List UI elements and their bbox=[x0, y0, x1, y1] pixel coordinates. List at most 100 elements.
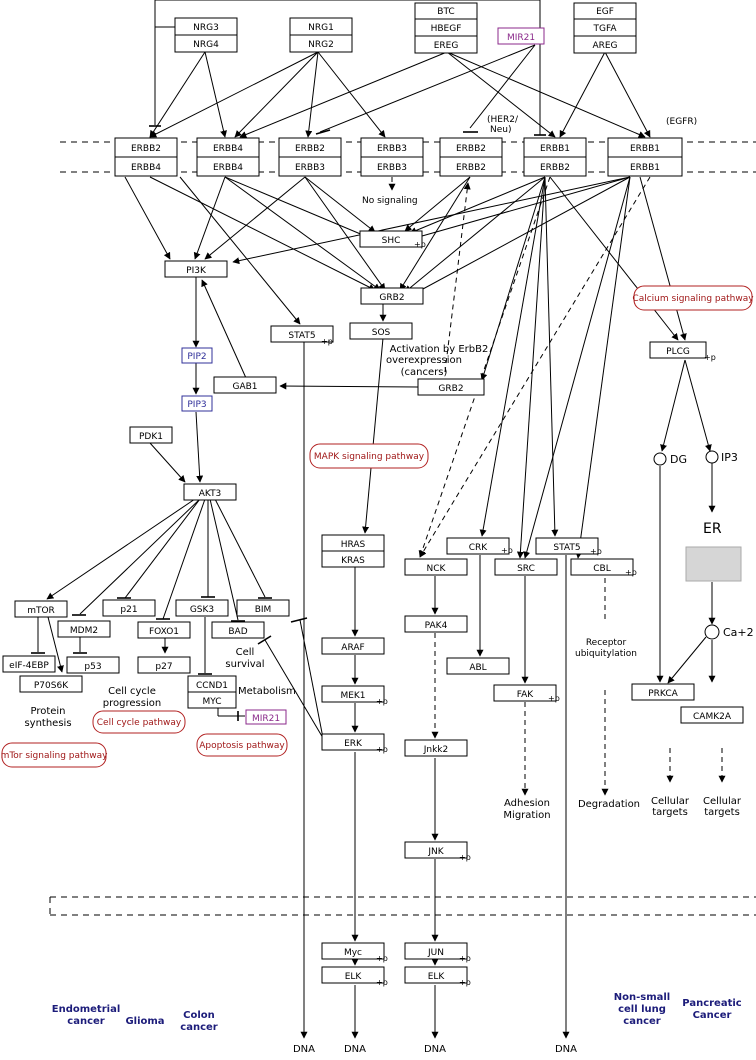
node-pdk1[interactable]: PDK1 bbox=[129, 426, 173, 444]
node-label: MDM2 bbox=[70, 626, 98, 636]
node-plcg[interactable]: PLCG +p bbox=[649, 341, 716, 362]
calcium-pathway-link[interactable]: Calcium signaling pathway bbox=[632, 285, 754, 311]
node-foxo1[interactable]: FOXO1 bbox=[137, 621, 191, 639]
phospho-label: +p bbox=[704, 353, 716, 362]
node-grb2-b[interactable]: GRB2 bbox=[417, 378, 485, 396]
cancer-colon-1[interactable]: Colon bbox=[183, 1010, 215, 1021]
node-label: ERBB2 bbox=[456, 163, 486, 173]
node-prkca[interactable]: PRKCA bbox=[631, 683, 695, 701]
cancer-pancreatic-1[interactable]: Pancreatic bbox=[682, 998, 742, 1009]
node-gsk3[interactable]: GSK3 bbox=[175, 599, 229, 617]
node-araf[interactable]: ARAF bbox=[321, 637, 385, 655]
node-pi3k[interactable]: PI3K bbox=[164, 260, 228, 278]
node-label: AKT3 bbox=[199, 489, 222, 499]
cancer-pancreatic-2[interactable]: Cancer bbox=[693, 1010, 732, 1021]
node-myc-b[interactable]: Myc +p bbox=[321, 942, 388, 963]
ip3-circle[interactable] bbox=[705, 450, 719, 464]
dg-circle[interactable] bbox=[653, 452, 667, 466]
node-abl[interactable]: ABL bbox=[446, 657, 510, 675]
node-label: MYC bbox=[202, 697, 221, 707]
ligand-nrg3-nrg4[interactable]: NRG3 NRG4 bbox=[174, 17, 238, 53]
receptor-erbb1-erbb2[interactable]: ERBB1 ERBB2 bbox=[523, 137, 587, 177]
receptor-erbb2-erbb2[interactable]: ERBB2 ERBB2 bbox=[439, 137, 503, 177]
node-label: GRB2 bbox=[379, 293, 404, 303]
node-cbl[interactable]: CBL +p bbox=[570, 558, 637, 577]
node-shc[interactable]: SHC +p bbox=[359, 230, 426, 249]
phospho-label: +p bbox=[376, 745, 388, 754]
node-mdm2[interactable]: MDM2 bbox=[57, 620, 111, 638]
cancer-nsclc-1[interactable]: Non-small bbox=[614, 992, 670, 1003]
degradation-label: Degradation bbox=[578, 799, 640, 810]
node-bim[interactable]: BIM bbox=[236, 599, 290, 617]
node-p70s6k[interactable]: P70S6K bbox=[19, 675, 83, 693]
protein-synthesis-label-1: Protein bbox=[30, 706, 65, 717]
node-jun[interactable]: JUN +p bbox=[404, 942, 471, 963]
receptor-erbb3-erbb3[interactable]: ERBB3 ERBB3 bbox=[360, 137, 424, 177]
cancer-endometrial-2[interactable]: cancer bbox=[67, 1016, 105, 1027]
node-stat5-right[interactable]: STAT5 +p bbox=[535, 537, 602, 556]
node-eif4ebp[interactable]: eIF-4EBP bbox=[2, 655, 56, 673]
ip3-label: IP3 bbox=[721, 451, 738, 464]
ligand-nrg1-nrg2[interactable]: NRG1 NRG2 bbox=[289, 17, 353, 53]
ligand-btc-hbegf-ereg[interactable]: BTC HBEGF EREG bbox=[414, 2, 478, 54]
node-label: ERBB3 bbox=[377, 163, 407, 173]
node-erk[interactable]: ERK +p bbox=[321, 733, 388, 754]
mtor-pathway-link[interactable]: mTor signaling pathway bbox=[1, 742, 109, 768]
node-fak[interactable]: FAK +p bbox=[493, 684, 560, 703]
node-label: ERBB1 bbox=[540, 144, 570, 154]
node-elk-b[interactable]: ELK +p bbox=[404, 966, 471, 987]
node-ccnd1-myc[interactable]: CCND1 MYC bbox=[187, 675, 237, 709]
node-pip2[interactable]: PIP2 bbox=[181, 347, 213, 364]
node-label: MAPK signaling pathway bbox=[314, 452, 425, 462]
receptor-erbb2-erbb3[interactable]: ERBB2 ERBB3 bbox=[278, 137, 342, 177]
cancer-glioma[interactable]: Glioma bbox=[125, 1016, 164, 1027]
receptor-erbb1-erbb1[interactable]: ERBB1 ERBB1 bbox=[607, 137, 683, 177]
node-label: AREG bbox=[592, 41, 617, 51]
cell-cycle-pathway-link[interactable]: Cell cycle pathway bbox=[92, 710, 186, 734]
node-nck[interactable]: NCK bbox=[404, 558, 468, 576]
node-label: EGF bbox=[596, 7, 614, 17]
cancer-nsclc-3[interactable]: cancer bbox=[623, 1016, 661, 1027]
node-p53[interactable]: p53 bbox=[66, 656, 120, 674]
node-sos[interactable]: SOS bbox=[349, 322, 413, 340]
node-label: PDK1 bbox=[139, 432, 163, 442]
cancer-endometrial-1[interactable]: Endometrial bbox=[52, 1004, 121, 1015]
node-jnkk2[interactable]: Jnkk2 bbox=[404, 739, 468, 757]
node-src[interactable]: SRC bbox=[494, 558, 558, 576]
node-crk[interactable]: CRK +p bbox=[446, 537, 513, 555]
node-hras-kras[interactable]: HRAS KRAS bbox=[321, 534, 385, 568]
ca2-circle[interactable] bbox=[704, 624, 720, 640]
node-label: ERBB4 bbox=[213, 163, 243, 173]
node-label: mTor signaling pathway bbox=[1, 751, 109, 761]
receptor-erbb4-erbb4[interactable]: ERBB4 ERBB4 bbox=[196, 137, 260, 177]
cancer-colon-2[interactable]: cancer bbox=[180, 1022, 218, 1033]
node-grb2[interactable]: GRB2 bbox=[360, 287, 424, 305]
phospho-label: +p bbox=[414, 240, 426, 249]
ligand-egf-tgfa-areg[interactable]: EGF TGFA AREG bbox=[573, 2, 637, 54]
node-pip3[interactable]: PIP3 bbox=[181, 395, 213, 412]
node-p21[interactable]: p21 bbox=[102, 599, 156, 617]
node-stat5-left[interactable]: STAT5 +p bbox=[270, 325, 334, 346]
node-label: ERBB1 bbox=[630, 144, 660, 154]
mir21-bottom[interactable]: MIR21 bbox=[245, 709, 287, 725]
mapk-pathway-link[interactable]: MAPK signaling pathway bbox=[309, 443, 429, 469]
node-label: ERBB2 bbox=[131, 144, 161, 154]
node-jnk[interactable]: JNK +p bbox=[404, 841, 471, 862]
mir21-top[interactable]: MIR21 bbox=[497, 27, 545, 45]
node-pak4[interactable]: PAK4 bbox=[404, 615, 468, 633]
receptor-erbb2-erbb4[interactable]: ERBB2 ERBB4 bbox=[114, 137, 178, 177]
node-label: BAD bbox=[228, 627, 247, 637]
node-label: NRG4 bbox=[193, 40, 219, 50]
node-gab1[interactable]: GAB1 bbox=[213, 376, 277, 394]
node-camk2a[interactable]: CAMK2A bbox=[680, 706, 744, 724]
node-p27[interactable]: p27 bbox=[137, 656, 191, 674]
node-label: STAT5 bbox=[288, 331, 315, 341]
node-label: JUN bbox=[427, 948, 444, 958]
apoptosis-pathway-link[interactable]: Apoptosis pathway bbox=[196, 733, 288, 757]
node-mtor[interactable]: mTOR bbox=[14, 600, 68, 618]
node-elk-a[interactable]: ELK +p bbox=[321, 966, 388, 987]
cancer-nsclc-2[interactable]: cell lung bbox=[618, 1004, 666, 1015]
node-akt3[interactable]: AKT3 bbox=[183, 483, 237, 501]
node-bad[interactable]: BAD bbox=[211, 621, 265, 639]
node-mek1[interactable]: MEK1 +p bbox=[321, 685, 388, 706]
